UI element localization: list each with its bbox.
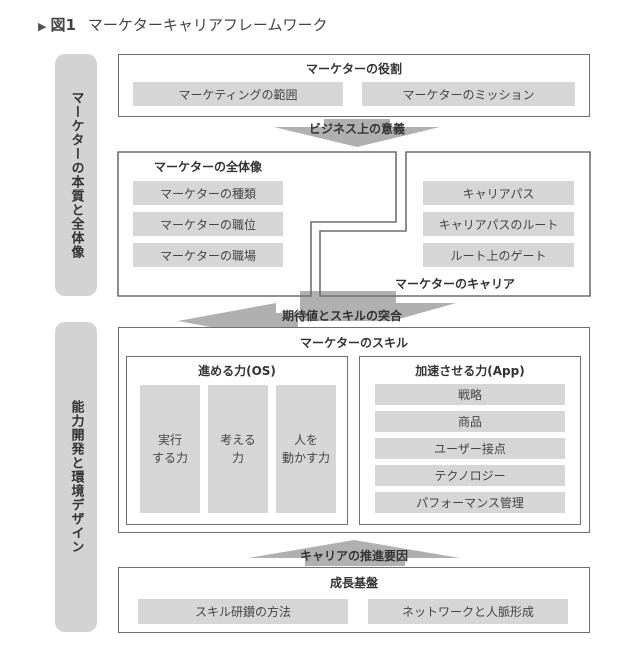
overview-box (117, 151, 397, 297)
down-arrow-expectation (300, 291, 456, 321)
sidebar-development-label: 能力開発と環境デザイン (68, 400, 84, 554)
arrow-label-career-driver: キャリアの推進要因 (299, 549, 408, 563)
app-item: 商品 (375, 411, 565, 432)
overview-item: マーケターの職場 (133, 243, 283, 267)
overview-title: マーケターの全体像 (153, 160, 262, 174)
role-title: マーケターの役割 (305, 62, 402, 76)
app-item: テクノロジー (375, 465, 565, 486)
skills-title: マーケターのスキル (299, 336, 408, 350)
app-item: パフォーマンス管理 (375, 492, 565, 513)
career-item: ルート上のゲート (423, 243, 574, 267)
role-item: マーケターのミッション (362, 82, 575, 106)
figure-title-text: マーケターキャリアフレームワーク (87, 16, 328, 34)
triangle-marker-icon: ▶ (38, 20, 47, 33)
foundation-item: スキル研鑽の方法 (138, 599, 348, 624)
career-title: マーケターのキャリア (394, 277, 515, 291)
foundation-item: ネットワークと人脈形成 (368, 599, 568, 624)
overview-item: マーケターの種類 (133, 181, 283, 205)
sidebar-essence-label: マーケターの本質と全体像 (68, 91, 84, 259)
sidebar-essence: マーケターの本質と全体像 (55, 54, 97, 296)
career-item: キャリアパスのルート (423, 212, 574, 236)
up-arrow-career-driver (248, 540, 460, 566)
os-title: 進める力(OS) (198, 364, 276, 378)
app-title: 加速させる力(App) (415, 364, 525, 378)
overview-item: マーケターの職位 (133, 212, 283, 236)
figure-title: ▶図1 マーケターキャリアフレームワーク (38, 14, 327, 35)
os-item: 考える 力 (208, 385, 268, 513)
arrow-label-business: ビジネス上の意義 (308, 122, 405, 136)
career-item: キャリアパス (423, 181, 574, 205)
down-arrow-business (274, 119, 440, 147)
arrow-label-expectation: 期待値とスキルの突合 (281, 309, 402, 323)
sidebar-development: 能力開発と環境デザイン (55, 322, 97, 632)
app-item: ユーザー接点 (375, 438, 565, 459)
os-item: 実行 する力 (140, 385, 200, 513)
role-item: マーケティングの範囲 (133, 82, 343, 106)
os-item: 人を 動かす力 (276, 385, 336, 513)
figure-number: 図1 (50, 16, 76, 34)
career-box (319, 151, 591, 297)
foundation-title: 成長基盤 (329, 576, 378, 590)
app-item: 戦略 (375, 384, 565, 405)
